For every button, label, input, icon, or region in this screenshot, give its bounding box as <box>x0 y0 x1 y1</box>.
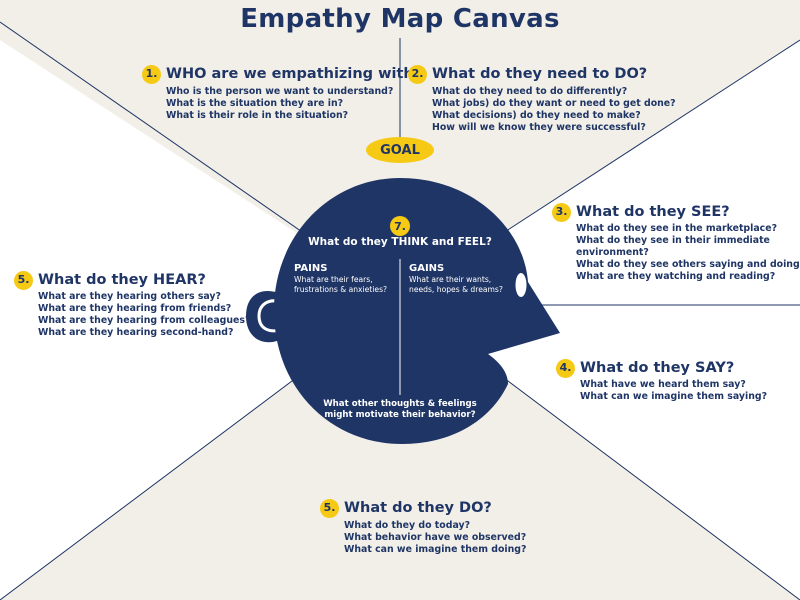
section-who: 1. WHO are we empathizing with? Who is t… <box>142 64 422 122</box>
section-see-number: 3. <box>552 202 571 222</box>
section-see-heading: 3. What do they SEE? <box>552 202 800 222</box>
page-title: Empathy Map Canvas <box>240 4 560 34</box>
section-hear-heading: 5. What do they HEAR? <box>14 270 250 290</box>
section-say-number: 4. <box>556 358 575 378</box>
gains-block: GAINS What are their wants, needs, hopes… <box>409 262 503 295</box>
pains-text-1: What are their fears, <box>294 275 373 284</box>
question: What do they see in the marketplace? <box>576 223 778 234</box>
question: What are they hearing from friends? <box>38 303 232 314</box>
question: What have we heard them say? <box>580 379 746 390</box>
question: Who is the person we want to understand? <box>166 86 394 97</box>
question: What jobs) do they want or need to get d… <box>432 98 676 109</box>
section-do-need: 2. What do they need to DO? What do they… <box>408 64 676 134</box>
section-see: 3. What do they SEE? What do they see in… <box>552 202 800 283</box>
section-do-need-title: What do they need to DO? <box>432 66 648 82</box>
gains-text-2: needs, hopes & dreams? <box>409 285 503 294</box>
question: What are they hearing second-hand? <box>38 327 234 338</box>
section-say-heading: 4. What do they SAY? <box>556 358 767 378</box>
question: What do they do today? <box>344 520 471 531</box>
pains-block: PAINS What are their fears, frustrations… <box>294 262 387 295</box>
section-hear-title: What do they HEAR? <box>38 272 206 288</box>
question: environment? <box>576 247 649 258</box>
section-hear-number: 5. <box>14 270 33 290</box>
question: What are they watching and reading? <box>576 271 776 282</box>
section-hear: 5. What do they HEAR? What are they hear… <box>14 270 250 339</box>
section-do-title: What do they DO? <box>344 500 492 516</box>
section-see-title: What do they SEE? <box>576 204 730 220</box>
gains-label: GAINS <box>409 263 445 274</box>
section-who-number: 1. <box>142 64 161 84</box>
section-think-feel-number: 7. <box>390 216 410 236</box>
question: What do they see in their immediate <box>576 235 770 246</box>
head-bottom-text-2: might motivate their behavior? <box>324 410 476 420</box>
head-bottom-text-1: What other thoughts & feelings <box>323 399 477 409</box>
section-say: 4. What do they SAY? What have we heard … <box>556 358 767 403</box>
question: What can we imagine them doing? <box>344 544 527 555</box>
question: What can we imagine them saying? <box>580 391 768 402</box>
section-do-need-number: 2. <box>408 64 427 84</box>
goal-badge: GOAL <box>366 137 434 163</box>
question: What is their role in the situation? <box>166 110 349 121</box>
question: What do they see others saying and doing… <box>576 259 800 270</box>
bottom-region <box>0 300 800 600</box>
question: What are they hearing others say? <box>38 291 221 302</box>
pains-text-2: frustrations & anxieties? <box>294 285 388 294</box>
section-do: 5. What do they DO? What do they do toda… <box>320 498 526 556</box>
section-say-title: What do they SAY? <box>580 360 735 376</box>
question: What are they hearing from colleagues? <box>38 315 251 326</box>
section-do-questions: What do they do today? What behavior hav… <box>344 520 526 556</box>
section-who-questions: Who is the person we want to understand?… <box>166 86 422 122</box>
head-bottom-block: What other thoughts & feelings might mot… <box>300 399 500 421</box>
gains-text-1: What are their wants, <box>409 275 492 284</box>
head-ear-inner <box>257 299 282 333</box>
question: How will we know they were successful? <box>432 122 646 133</box>
section-think-feel-title: What do they THINK and FEEL? <box>308 236 492 248</box>
section-say-questions: What have we heard them say? What can we… <box>580 379 767 403</box>
section-who-title: WHO are we empathizing with? <box>166 66 423 82</box>
pains-label: PAINS <box>294 263 328 274</box>
section-do-heading: 5. What do they DO? <box>320 498 526 518</box>
section-who-heading: 1. WHO are we empathizing with? <box>142 64 422 84</box>
head-eye <box>515 273 527 297</box>
section-do-need-questions: What do they need to do differently? Wha… <box>432 86 676 134</box>
section-see-questions: What do they see in the marketplace? Wha… <box>576 223 800 283</box>
question: What do they need to do differently? <box>432 86 628 97</box>
section-do-need-heading: 2. What do they need to DO? <box>408 64 676 84</box>
question: What is the situation they are in? <box>166 98 344 109</box>
question: What behavior have we observed? <box>344 532 527 543</box>
section-do-number: 5. <box>320 498 339 518</box>
head-silhouette <box>274 178 560 444</box>
question: What decisions) do they need to make? <box>432 110 641 121</box>
section-hear-questions: What are they hearing others say? What a… <box>38 291 250 339</box>
